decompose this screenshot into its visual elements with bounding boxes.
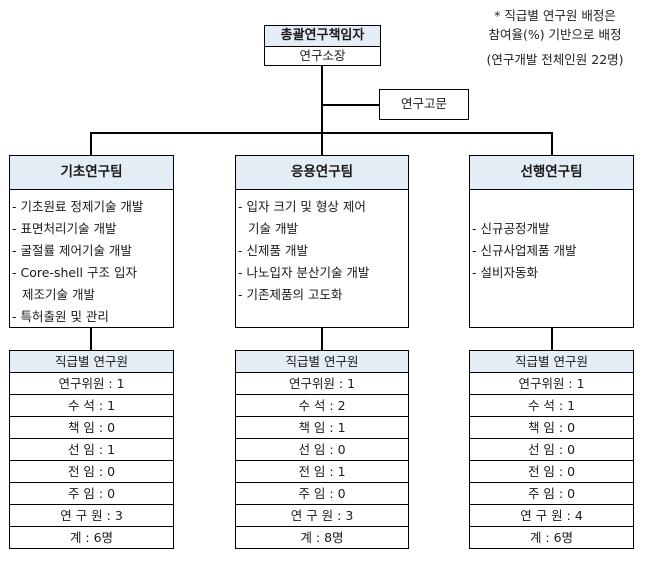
team-duties: - 신규공정개발 - 신규사업제품 개발 - 설비자동화 [470,190,633,284]
staff-row: 수 석 : 2 [236,395,408,417]
staff-table-advanced: 직급별 연구원 연구위원 : 1 수 석 : 1 책 임 : 0 선 임 : 0… [469,350,634,549]
allocation-note: * 직급별 연구원 배정은 참여율(%) 기반으로 배정 (연구개발 전체인원 … [470,6,640,69]
staff-total: 계 : 6명 [529,530,574,545]
staff-row: 주 임 : 0 [470,483,633,505]
team-title: 응용연구팀 [236,156,408,190]
staff-row: 연 구 원 : 3 [10,505,173,527]
staff-row: 연구위원 : 1 [10,373,173,395]
advisor-label: 연구고문 [400,96,447,111]
connector-team-3 [551,132,553,156]
connector-staff-1 [90,327,92,351]
staff-table-basic: 직급별 연구원 연구위원 : 1 수 석 : 1 책 임 : 0 선 임 : 1… [9,350,174,549]
duty-item: - 입자 크기 및 형상 제어 [238,199,366,214]
connector-staff-2 [321,327,323,351]
staff-row: 선 임 : 0 [236,439,408,461]
staff-header: 직급별 연구원 [470,351,633,373]
duty-item: 제조기술 개발 [22,287,95,302]
head-title: 총괄연구책임자 [265,26,380,47]
duty-item: - 설비자동화 [472,265,538,280]
duty-item: - 신규사업제품 개발 [472,243,577,258]
duty-item: - 신규공정개발 [472,221,550,236]
team-title: 선행연구팀 [470,156,633,190]
note-line-3: (연구개발 전체인원 22명) [486,52,624,67]
staff-row: 책 임 : 1 [236,417,408,439]
staff-row: 전 임 : 0 [470,461,633,483]
team-duties: - 입자 크기 및 형상 제어 기술 개발 - 신제품 개발 - 나노입자 분산… [236,190,408,306]
duty-item: - Core-shell 구조 입자 [12,265,137,280]
staff-row: 수 석 : 1 [10,395,173,417]
staff-row: 책 임 : 0 [10,417,173,439]
staff-row: 선 임 : 0 [470,439,633,461]
staff-row: 수 석 : 1 [470,395,633,417]
team-box-basic: 기초연구팀 - 기초원료 정제기술 개발 - 표면처리기술 개발 - 굴절률 제… [9,155,174,328]
duty-item: - 기존제품의 고도화 [238,287,343,302]
staff-row: 전 임 : 0 [10,461,173,483]
staff-row: 선 임 : 1 [10,439,173,461]
staff-total: 계 : 6명 [69,530,114,545]
staff-row: 주 임 : 0 [236,483,408,505]
duty-item: 기술 개발 [248,221,298,236]
connector-advisor [321,104,379,106]
staff-row: 주 임 : 0 [10,483,173,505]
staff-header: 직급별 연구원 [236,351,408,373]
advisor-box: 연구고문 [379,89,469,120]
duty-item: - 신제품 개발 [238,243,308,258]
duty-item: - 특허출원 및 관리 [12,309,109,324]
team-box-advanced: 선행연구팀 - 신규공정개발 - 신규사업제품 개발 - 설비자동화 [469,155,634,328]
connector-head-vertical [321,65,323,132]
team-duties: - 기초원료 정제기술 개발 - 표면처리기술 개발 - 굴절률 제어기술 개발… [10,190,173,328]
connector-team-2 [321,132,323,156]
duty-item: - 굴절률 제어기술 개발 [12,243,132,258]
staff-header: 직급별 연구원 [10,351,173,373]
staff-row: 연 구 원 : 4 [470,505,633,527]
staff-row: 연 구 원 : 3 [236,505,408,527]
staff-table-applied: 직급별 연구원 연구위원 : 1 수 석 : 2 책 임 : 1 선 임 : 0… [235,350,409,549]
staff-total: 계 : 8명 [300,530,344,545]
team-title: 기초연구팀 [10,156,173,190]
staff-row: 책 임 : 0 [470,417,633,439]
duty-item: - 나노입자 분산기술 개발 [238,265,370,280]
head-subtitle: 연구소장 [299,48,346,63]
note-line-1: * 직급별 연구원 배정은 [494,8,616,23]
staff-row: 연구위원 : 1 [470,373,633,395]
head-box: 총괄연구책임자 연구소장 [264,25,381,66]
staff-row: 전 임 : 1 [236,461,408,483]
duty-item: - 기초원료 정제기술 개발 [12,199,144,214]
team-box-applied: 응용연구팀 - 입자 크기 및 형상 제어 기술 개발 - 신제품 개발 - 나… [235,155,409,328]
note-line-2: 참여율(%) 기반으로 배정 [488,27,622,42]
connector-staff-3 [551,327,553,351]
staff-row: 연구위원 : 1 [236,373,408,395]
duty-item: - 표면처리기술 개발 [12,221,117,236]
connector-team-1 [90,132,92,156]
